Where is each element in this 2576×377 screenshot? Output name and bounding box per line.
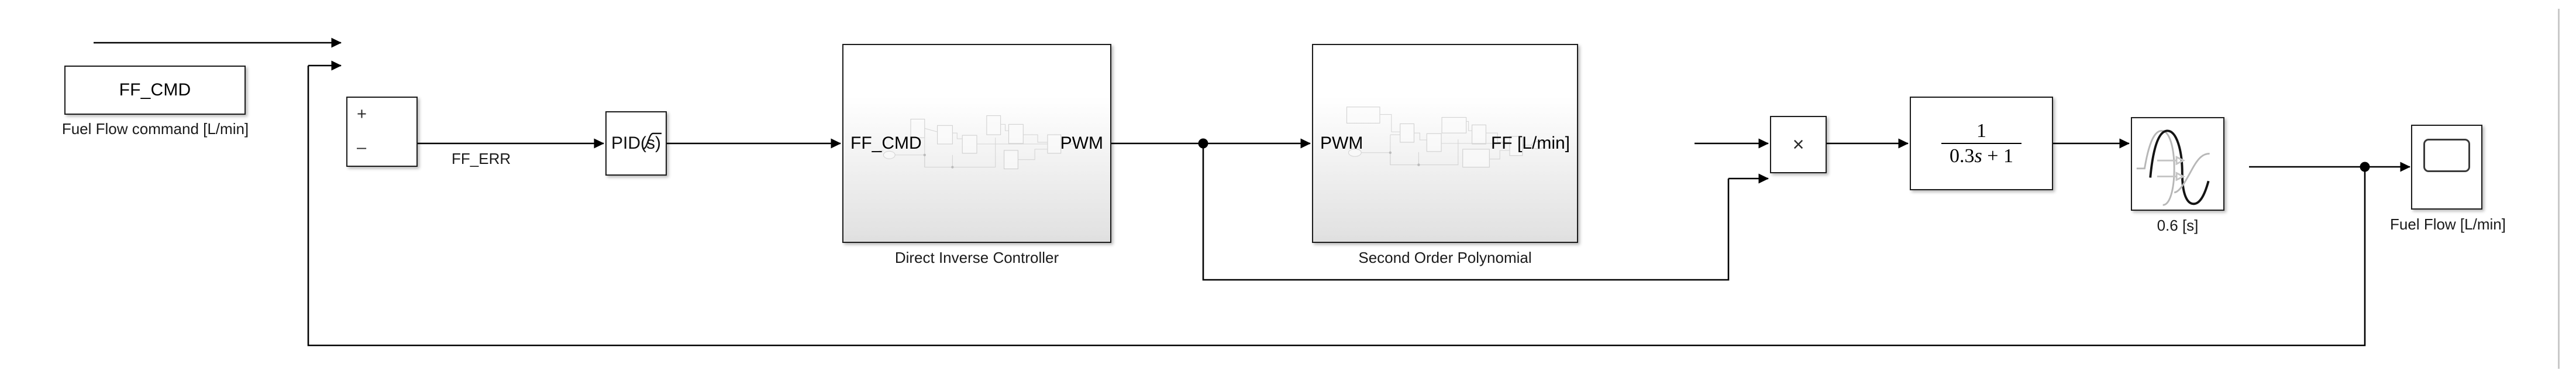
block-direct-inverse-controller[interactable]: FF_CMD PWM [842, 44, 1111, 243]
signal-label-ff-err: FF_ERR [452, 150, 511, 167]
sop-output-port-label: FF [L/min] [1490, 133, 1570, 153]
block-transport-delay[interactable] [2131, 117, 2224, 211]
block-sum[interactable]: + – [346, 97, 418, 167]
dic-input-port-label: FF_CMD [850, 133, 922, 153]
caption-second-order-polynomial: Second Order Polynomial [1358, 249, 1532, 266]
transfer-function-numerator: 1 [1976, 119, 1986, 142]
tf-den-const: + 1 [1987, 145, 2013, 167]
block-second-order-polynomial[interactable]: PWM FF [L/min] [1312, 44, 1578, 243]
tf-den-coeff: 0.3 [1950, 145, 1975, 167]
transport-delay-icon [2136, 129, 2210, 206]
canvas-right-edge [2558, 9, 2560, 369]
block-scope[interactable] [2411, 125, 2482, 210]
block-ff-cmd-source[interactable]: FF_CMD [64, 66, 246, 115]
block-pid-controller[interactable]: PID(s) [605, 111, 667, 176]
sum-plus-sign: + [357, 105, 367, 124]
junction-dot-output [2360, 162, 2370, 172]
tf-den-var: s [1974, 145, 1982, 167]
ff-cmd-source-label: FF_CMD [119, 80, 191, 100]
caption-direct-inverse-controller: Direct Inverse Controller [894, 249, 1059, 266]
saturation-icon [643, 132, 662, 150]
dic-output-port-label: PWM [1060, 133, 1103, 153]
sum-minus-sign: – [357, 138, 367, 157]
multiply-symbol: × [1792, 133, 1804, 156]
junction-dot-pwm [1198, 138, 1208, 149]
block-transfer-function[interactable]: 1 0.3s + 1 [1910, 97, 2053, 190]
caption-transport-delay: 0.6 [s] [2157, 217, 2199, 234]
transfer-function-expression: 1 0.3s + 1 [1941, 121, 2021, 166]
caption-scope: Fuel Flow [L/min] [2390, 215, 2506, 233]
sop-input-port-label: PWM [1320, 133, 1363, 153]
transfer-function-denominator: 0.3s + 1 [1941, 142, 2021, 167]
scope-screen [2423, 139, 2470, 172]
pid-label: PID(s) [611, 133, 661, 153]
block-multiply[interactable]: × [1770, 116, 1827, 173]
caption-ff-cmd-source: Fuel Flow command [L/min] [61, 120, 249, 138]
